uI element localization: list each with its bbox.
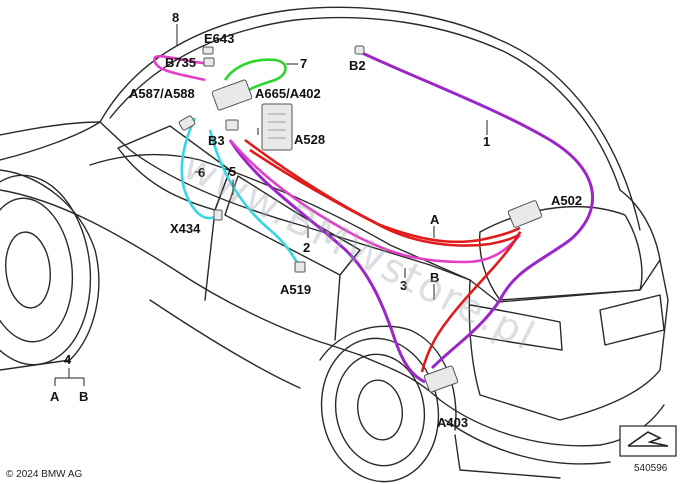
label-1: 1 xyxy=(483,134,490,149)
label-3: 3 xyxy=(400,278,407,293)
legend-top: 4 xyxy=(64,352,72,367)
legend-left: A xyxy=(50,389,60,404)
b2-sensor xyxy=(354,45,365,55)
label-5: 5 xyxy=(229,164,236,179)
harness-6-cyan xyxy=(180,117,219,220)
a587-a588-module xyxy=(211,79,253,111)
a519-connector xyxy=(294,261,306,273)
label-E643: E643 xyxy=(204,31,234,46)
label-A502: A502 xyxy=(551,193,582,208)
a403-module xyxy=(423,365,459,393)
watermark: www.BMWstore.pl xyxy=(175,143,543,361)
label-A: A xyxy=(430,212,440,227)
a528-module xyxy=(261,103,293,151)
leader-lines xyxy=(176,24,488,300)
label-A528: A528 xyxy=(294,132,325,147)
e643-connector xyxy=(202,46,214,55)
label-A403: A403 xyxy=(437,415,468,430)
car-outline xyxy=(0,6,669,483)
harness-7-green xyxy=(223,58,287,97)
label-B735: B735 xyxy=(165,55,196,70)
a502-module xyxy=(507,200,543,228)
label-B3: B3 xyxy=(208,133,225,148)
harness-5-cyan xyxy=(208,129,302,269)
harness-2-magenta xyxy=(229,139,521,264)
components xyxy=(178,45,543,393)
label-8: 8 xyxy=(172,10,179,25)
label-7: 7 xyxy=(300,56,307,71)
label-B: B xyxy=(430,270,439,285)
label-A519: A519 xyxy=(280,282,311,297)
copyright: © 2024 BMW AG xyxy=(6,469,83,480)
label-X434: X434 xyxy=(170,221,201,236)
harness-violet-b3-a403 xyxy=(228,139,426,384)
harness-A-red xyxy=(244,138,521,244)
b3-sensor xyxy=(178,115,196,131)
view-orientation-icon xyxy=(619,425,677,457)
label-A587-A588: A587/A588 xyxy=(129,86,195,101)
harness-8-magenta xyxy=(153,54,211,82)
legend-4: 4 A B xyxy=(50,352,88,404)
image-number: 540596 xyxy=(634,463,668,474)
x434-connector xyxy=(213,209,223,221)
label-6: 6 xyxy=(198,165,205,180)
label-B2: B2 xyxy=(349,58,366,73)
legend-right: B xyxy=(79,389,88,404)
harness-1-roof xyxy=(359,50,594,370)
harness-B-red xyxy=(249,148,522,373)
b735-connector xyxy=(203,57,215,67)
label-2: 2 xyxy=(303,240,310,255)
label-A665-A402: A665/A402 xyxy=(255,86,321,101)
a665-a402-module xyxy=(225,119,239,131)
